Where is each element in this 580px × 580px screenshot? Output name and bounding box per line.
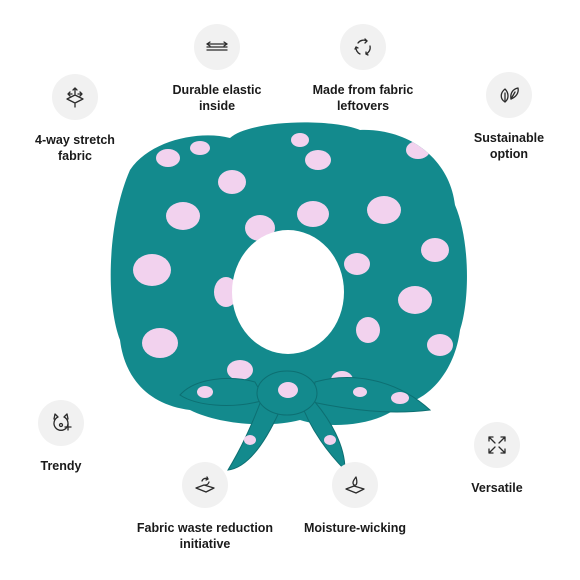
polka-dot [278, 382, 298, 398]
elastic-band-icon [194, 24, 240, 70]
scrunchie-fabric [110, 122, 467, 425]
polka-dot [344, 253, 370, 275]
feature-moisture-wicking: Moisture-wicking [280, 462, 430, 536]
polka-dot [367, 196, 401, 224]
feature-waste-reduction: Fabric waste reduction initiative [130, 462, 280, 552]
polka-dot [218, 170, 246, 194]
feature-versatile: Versatile [422, 422, 572, 496]
feature-durable-elastic: Durable elastic inside [142, 24, 292, 114]
polka-dot [421, 238, 449, 262]
polka-dot [297, 201, 329, 227]
leaves-icon [486, 72, 532, 118]
recycle-icon [340, 24, 386, 70]
feature-label: Trendy [40, 459, 82, 473]
polka-dot [197, 386, 213, 398]
polka-dot [227, 360, 253, 380]
feature-label: Versatile [471, 481, 523, 495]
feature-label: Fabric waste reduction initiative [136, 521, 274, 551]
polka-dot [133, 254, 171, 286]
polka-dot [190, 141, 210, 155]
water-drop-icon [332, 462, 378, 508]
stretch-arrows-icon [52, 74, 98, 120]
feature-label: 4-way stretch fabric [35, 133, 115, 163]
polka-dot [166, 202, 200, 230]
scrunchie-bow [179, 370, 432, 472]
feature-4-way-stretch: 4-way stretch fabric [0, 74, 150, 164]
polka-dot [398, 286, 432, 314]
feature-label: Durable elastic inside [172, 83, 262, 113]
feature-label: Sustainable option [473, 131, 545, 161]
cat-sparkle-icon [38, 400, 84, 446]
polka-dot [214, 277, 238, 307]
polka-dot [356, 317, 380, 343]
polka-dot [324, 435, 336, 445]
feature-label: Made from fabric leftovers [312, 83, 414, 113]
recycle-fabric-icon [182, 462, 228, 508]
scrunchie-center-hole [232, 230, 344, 354]
feature-label: Moisture-wicking [303, 521, 407, 535]
polka-dot [142, 328, 178, 358]
polka-dot [291, 133, 309, 147]
polka-dot [391, 392, 409, 404]
feature-sustainable: Sustainable option [434, 72, 580, 162]
polka-dot [406, 141, 430, 159]
expand-arrows-icon [474, 422, 520, 468]
feature-fabric-leftovers: Made from fabric leftovers [288, 24, 438, 114]
feature-trendy: Trendy [0, 400, 136, 474]
polka-dot [353, 387, 367, 397]
polka-dot [156, 149, 180, 167]
polka-dot [244, 435, 256, 445]
polka-dot [305, 150, 331, 170]
polka-dot [427, 334, 453, 356]
